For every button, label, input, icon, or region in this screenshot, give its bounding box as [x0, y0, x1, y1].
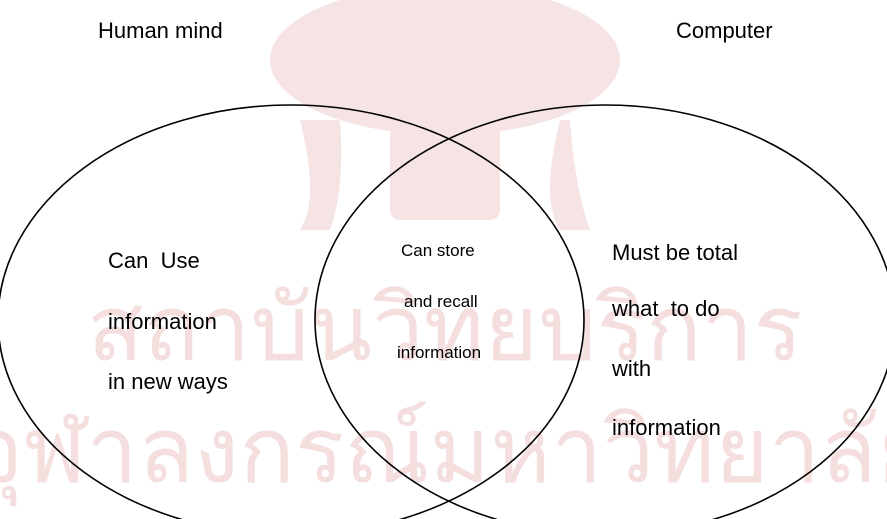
right-region-line-3: with: [612, 356, 652, 381]
right-region-line-1: Must be total: [612, 240, 738, 265]
left-set-title: Human mind: [98, 18, 223, 43]
right-set-title: Computer: [676, 18, 773, 43]
left-region-line-3: in new ways: [108, 369, 228, 394]
intersection-line-1: Can store: [401, 241, 475, 260]
watermark-text-1: สถาบันวิทยบริการ: [87, 275, 803, 382]
seal-watermark: [270, 0, 620, 230]
right-region-line-2: what to do: [612, 296, 720, 321]
intersection-line-2: and recall: [404, 292, 478, 311]
intersection-line-3: information: [397, 343, 482, 362]
right-set-circle: [314, 104, 887, 519]
left-region-line-1: Can Use: [108, 248, 200, 273]
watermark-text-2: จุฬาลงกรณ์มหาวิทยาลัย: [0, 397, 887, 507]
left-set-circle: [0, 104, 585, 519]
left-region-line-2: information: [108, 309, 217, 334]
right-region-line-4: information: [612, 415, 721, 440]
